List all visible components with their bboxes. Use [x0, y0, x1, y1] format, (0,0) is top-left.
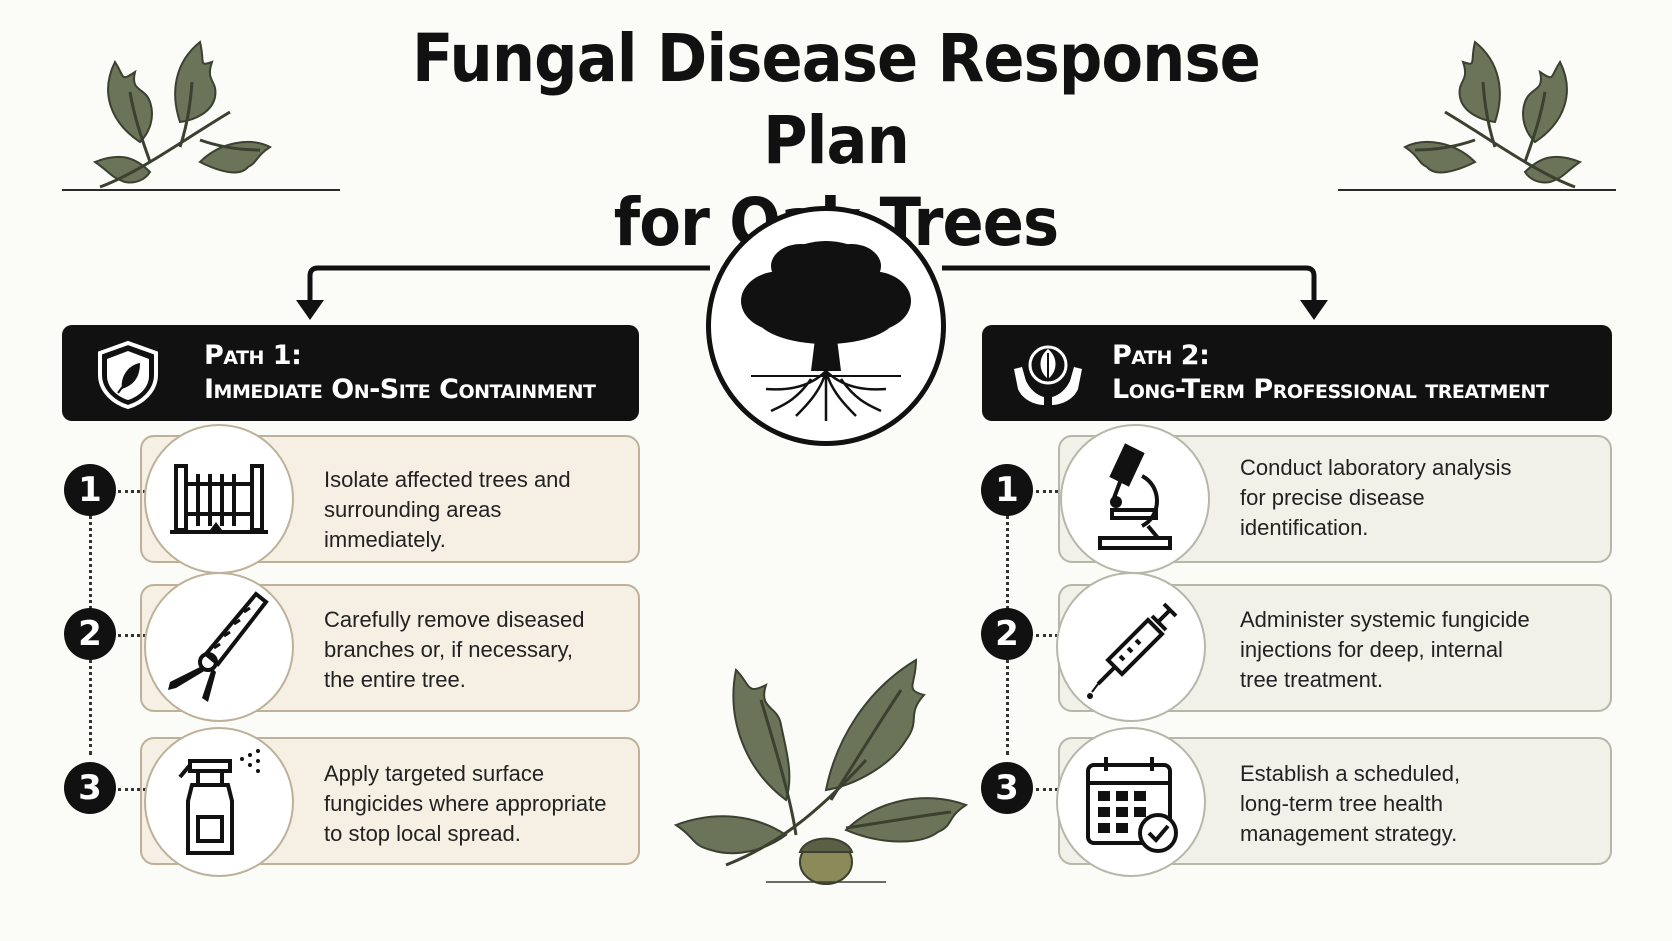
path-2-step-3-icon-circle: [1056, 727, 1206, 877]
text-line: Apply targeted surface: [324, 761, 545, 786]
text-line: injections for deep, internal: [1240, 637, 1503, 662]
path-2-label-line-1: Path 2:: [1112, 340, 1210, 371]
top-right-rule: [1338, 189, 1616, 191]
page-title: Fungal Disease Response Plan for Oak Tre…: [376, 18, 1296, 264]
text-line: tree treatment.: [1240, 667, 1384, 692]
step-3-dots: [1036, 788, 1064, 791]
oak-leaf-sprig-icon: [1403, 40, 1583, 189]
text-line: branches or, if necessary,: [324, 637, 574, 662]
text-line: Administer systemic fungicide: [1240, 607, 1530, 632]
text-line: the entire tree.: [324, 667, 466, 692]
step-1-dots: [118, 490, 146, 493]
path-2-label-line-2: Long-Term Professional treatment: [1112, 374, 1549, 405]
text-line: for precise disease: [1240, 485, 1425, 510]
top-left-rule: [62, 189, 340, 191]
path-2-step-2-text: Administer systemic fungicide injections…: [1240, 605, 1540, 695]
path-1-step-3-number: 3: [64, 762, 116, 814]
fence-icon: [170, 464, 268, 534]
title-line-1: Fungal Disease Response Plan: [412, 20, 1261, 179]
path-1-label-line-1: Path 1:: [204, 340, 302, 371]
microscope-icon: [1098, 443, 1172, 550]
step-3-dots: [118, 788, 146, 791]
hands-leaf-icon: [1014, 345, 1082, 405]
syringe-icon: [1087, 602, 1178, 699]
step-2-dots: [1036, 634, 1064, 637]
path-1-step-3-text: Apply targeted surface fungicides where …: [324, 759, 624, 849]
path-1-step-2-number: 2: [64, 608, 116, 660]
shield-leaf-icon: [98, 340, 158, 410]
spray-bottle-icon: [178, 749, 260, 855]
step-1-dots: [1036, 490, 1064, 493]
path-2-step-1-number: 1: [981, 464, 1033, 516]
path-1-step-3-icon-circle: [144, 727, 294, 877]
oak-tree-with-roots-icon: [741, 241, 911, 421]
path-2-step-1-icon-circle: [1060, 424, 1210, 574]
text-line: Conduct laboratory analysis: [1240, 455, 1512, 480]
text-line: fungicides where appropriate: [324, 791, 607, 816]
pruning-saw-icon: [168, 591, 269, 702]
text-line: Establish a scheduled,: [1240, 761, 1461, 786]
path-2-step-2-number: 2: [981, 608, 1033, 660]
oak-leaves-and-acorn-icon: [673, 658, 969, 885]
text-line: Carefully remove diseased: [324, 607, 585, 632]
text-line: management strategy.: [1240, 821, 1458, 846]
oak-leaf-sprig-icon: [92, 40, 272, 189]
path-2-header: Path 2: Long-Term Professional treatment: [982, 325, 1612, 421]
path-2-step-3-text: Establish a scheduled, long-term tree he…: [1240, 759, 1540, 849]
path-1-step-1-icon-circle: [144, 424, 294, 574]
path-1-label: Path 1: Immediate On-Site Containment: [204, 339, 596, 407]
text-line: to stop local spread.: [324, 821, 521, 846]
text-line: identification.: [1240, 515, 1369, 540]
text-line: long-term tree health: [1240, 791, 1443, 816]
step-2-dots: [118, 634, 146, 637]
path-2-label: Path 2: Long-Term Professional treatment: [1112, 339, 1549, 407]
path-1-step-1-text: Isolate affected trees and surrounding a…: [324, 465, 624, 555]
path-2-step-1-text: Conduct laboratory analysis for precise …: [1240, 453, 1540, 543]
path-2-step-3-number: 3: [981, 762, 1033, 814]
path-2-step-2-icon-circle: [1056, 572, 1206, 722]
text-line: surrounding areas immediately.: [324, 497, 502, 552]
calendar-check-icon: [1086, 757, 1178, 853]
path-1-step-1-number: 1: [64, 464, 116, 516]
path-1-step-2-icon-circle: [144, 572, 294, 722]
path-1-step-2-text: Carefully remove diseased branches or, i…: [324, 605, 624, 695]
path-1-label-line-2: Immediate On-Site Containment: [204, 374, 596, 405]
center-tree-badge: [706, 206, 946, 446]
text-line: Isolate affected trees and: [324, 467, 571, 492]
path-1-header: Path 1: Immediate On-Site Containment: [62, 325, 639, 421]
